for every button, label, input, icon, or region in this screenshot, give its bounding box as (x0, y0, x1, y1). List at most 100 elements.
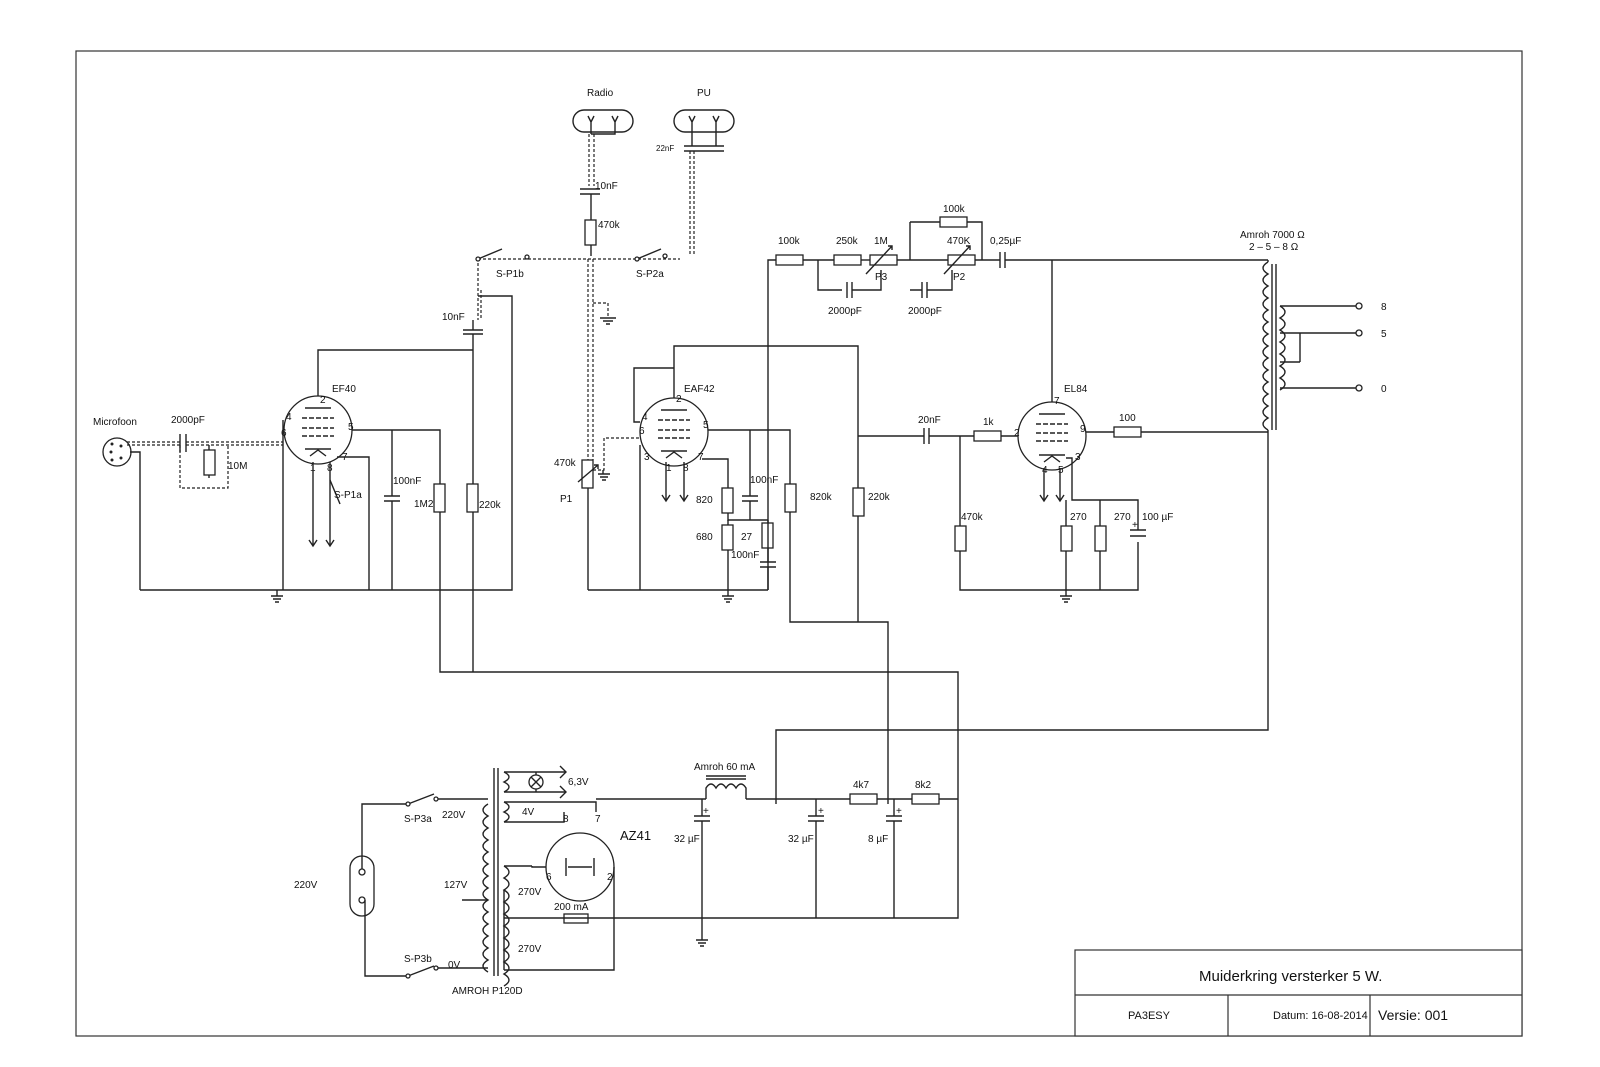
label-r-820: 820 (696, 495, 713, 506)
resistor-680 (721, 524, 734, 551)
label-p2: P2 (953, 272, 966, 283)
pin-el-4: 4 (1042, 465, 1048, 476)
label-sp3a: S-P3a (404, 814, 432, 825)
pin-ef40-6: 6 (281, 428, 287, 439)
label-tap0: 0 (1381, 384, 1387, 395)
pin-eaf-6: 6 (639, 426, 645, 437)
tube-el84 (1017, 401, 1087, 471)
label-r-680: 680 (696, 532, 713, 543)
label-c-100nf-c: 100nF (731, 550, 759, 561)
resistor-100k-a (775, 254, 804, 266)
label-c-100nf-a: 100nF (393, 476, 421, 487)
label-p1: P1 (560, 494, 573, 505)
label-az41: AZ41 (620, 828, 651, 843)
pin-el-9: 9 (1080, 424, 1086, 435)
resistor-820 (721, 487, 734, 514)
label-r-100: 100 (1119, 413, 1136, 424)
resistor-8k2 (911, 793, 940, 805)
pin-el-5: 5 (1058, 465, 1064, 476)
label-sp1b: S-P1b (496, 269, 524, 280)
label-v270-a: 270V (518, 887, 542, 898)
label-r-200ma: 200 mA (554, 902, 589, 913)
title-block-version: Versie: 001 (1378, 1007, 1448, 1023)
label-r-250k: 250k (836, 236, 859, 247)
resistor-220k-b (852, 487, 865, 517)
label-r-100k-b: 100k (943, 204, 966, 215)
svg-text:+: + (896, 806, 902, 817)
resistor-1m2 (433, 483, 446, 513)
label-sp2a: S-P2a (636, 269, 664, 280)
pin-az-8: 8 (563, 814, 569, 825)
label-r-100k-a: 100k (778, 236, 801, 247)
label-r-270-a: 270 (1070, 512, 1087, 523)
pin-eaf-3: 3 (644, 452, 650, 463)
label-c-32uf-a: 32 µF (674, 834, 700, 845)
svg-text:+: + (703, 806, 709, 817)
pin-el-2: 2 (1014, 428, 1020, 439)
label-r-8k2: 8k2 (915, 780, 932, 791)
label-c-10nf-mid: 10nF (442, 312, 465, 323)
svg-text:+: + (818, 806, 824, 817)
label-sp3b: S-P3b (404, 954, 432, 965)
label-v270-b: 270V (518, 944, 542, 955)
label-r-820k: 820k (810, 492, 833, 503)
output-transformer (1262, 261, 1286, 431)
resistor-10m (203, 449, 216, 476)
resistor-270-a (1060, 525, 1073, 552)
label-v0: 0V (448, 960, 461, 971)
label-sp1a: S-P1a (334, 490, 362, 501)
pin-eaf-7: 7 (698, 452, 704, 463)
microphone-connector (102, 437, 132, 467)
label-c-100nf-b: 100nF (750, 475, 778, 486)
resistor-4k7 (849, 793, 878, 805)
resistor-820k (784, 483, 797, 513)
label-microfoon: Microfoon (93, 417, 137, 428)
label-v127: 127V (444, 880, 468, 891)
label-ef40: EF40 (332, 384, 356, 395)
resistor-470k-top (584, 219, 597, 246)
label-v220: 220V (442, 810, 466, 821)
pin-eaf-5: 5 (703, 420, 709, 431)
pin-eaf-8: 8 (683, 463, 689, 474)
title-block-date: Datum: 16-08-2014 (1273, 1010, 1368, 1022)
resistor-1k (973, 430, 1002, 442)
label-r-220k-a: 220k (479, 500, 502, 511)
label-v63: 6,3V (568, 777, 589, 788)
potentiometer-p2 (947, 254, 976, 266)
title-block-author: PA3ESY (1128, 1010, 1171, 1022)
label-tap5: 5 (1381, 329, 1387, 340)
label-r-1m2: 1M2 (414, 499, 434, 510)
svg-text:+: + (1132, 520, 1138, 531)
label-r-1k: 1k (983, 417, 995, 428)
resistor-250k (833, 254, 862, 266)
label-mains: 220V (294, 880, 318, 891)
label-tap8: 8 (1381, 302, 1387, 313)
pin-eaf-2: 2 (676, 394, 682, 405)
label-r-27: 27 (741, 532, 753, 543)
title-block (1074, 949, 1523, 1037)
label-p3-val: 1M (874, 236, 888, 247)
label-c-32uf-b: 32 µF (788, 834, 814, 845)
title-block-title: Muiderkring versterker 5 W. (1199, 968, 1382, 985)
pin-eaf-1: 1 (666, 463, 672, 474)
pin-ef40-2: 2 (320, 395, 326, 406)
pin-eaf-4: 4 (642, 412, 648, 423)
label-p1-val: 470k (554, 458, 577, 469)
label-r-10m: 10M (228, 461, 247, 472)
resistor-220k-a (466, 483, 479, 513)
pin-ef40-4: 4 (286, 412, 292, 423)
label-v4: 4V (522, 807, 535, 818)
pu-connector (673, 109, 735, 152)
radio-connector (572, 109, 634, 135)
label-p2-val: 470K (947, 236, 971, 247)
pin-az-6: 6 (546, 872, 552, 883)
tube-az41 (545, 832, 615, 902)
potentiometer-p3 (869, 254, 898, 266)
resistor-270-b (1094, 525, 1107, 552)
label-c-20nf: 20nF (918, 415, 941, 426)
pin-ef40-5: 5 (348, 422, 354, 433)
label-r-4k7: 4k7 (853, 780, 870, 791)
label-ot-name: Amroh 7000 Ω (1240, 230, 1305, 241)
label-ot-taps: 2 – 5 – 8 Ω (1249, 242, 1299, 253)
